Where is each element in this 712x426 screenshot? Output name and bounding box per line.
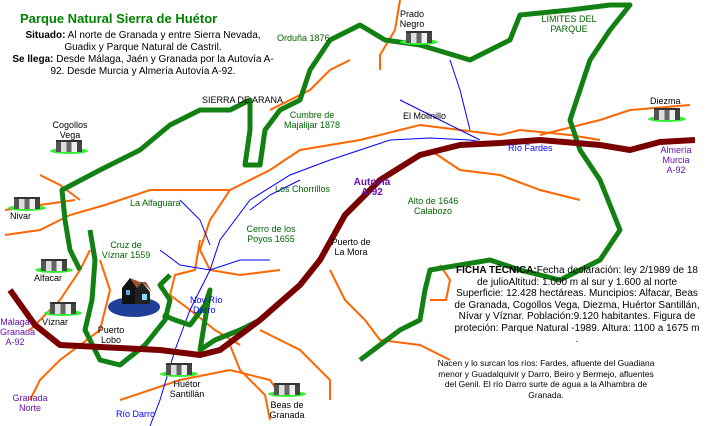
boundary-line (82, 229, 173, 368)
village-icon-viznar (44, 302, 82, 316)
road (39, 174, 81, 201)
river (159, 249, 270, 271)
label-molinillo: El Molinillo (403, 111, 447, 121)
label-orduna: Orduña 1876 (277, 33, 330, 43)
village-icon-beas (268, 383, 306, 397)
road (29, 249, 91, 331)
label-cerro: Cerro de los Poyos 1655 (246, 224, 296, 244)
label-cogollos: Cogollos Vega (52, 120, 88, 140)
road (119, 368, 281, 401)
situado-text: Al norte de Granada y entre Sierra Nevad… (64, 30, 261, 53)
road (269, 59, 351, 111)
label-autovia: Autovía A-92 (353, 177, 391, 198)
label-diezma: Diezma (650, 96, 681, 106)
label-cruz: Cruz de Víznar 1559 (101, 240, 151, 260)
village-icon-diezma (648, 108, 686, 122)
label-prado-negro: Prado Negro (399, 9, 425, 29)
label-chorrillos: Los Chorrillos (275, 184, 331, 194)
label-nov-rio: Nov Río (190, 295, 223, 305)
village-icon-cogollos (50, 140, 88, 154)
label-limites: LIMITES DEL PARQUE (541, 14, 597, 34)
boundary-line (59, 2, 633, 362)
river (449, 59, 471, 131)
llega-label: Se llega: (12, 54, 54, 65)
road (429, 149, 581, 201)
rivers (149, 59, 541, 426)
intro-text: Situado: Al norte de Granada y entre Sie… (12, 30, 274, 78)
rios-note: Nacen y lo surcan los ríos: Fardes, aflu… (437, 358, 655, 400)
road (168, 239, 241, 346)
road (4, 123, 601, 236)
label-sierra-arana: SIERRA DE ARANA (202, 95, 284, 105)
label-alfaguara: La Alfaguara (130, 198, 181, 208)
river (399, 99, 481, 141)
village-icon-alfacar (35, 259, 73, 273)
label-beas: Beas de Granada (269, 400, 305, 420)
label-alfacar: Alfacar (34, 273, 63, 283)
label-rio-fardes: Río Fardes (508, 143, 553, 153)
highway-a92 (7, 137, 696, 358)
label-malaga: Málaga Granada A-92 (0, 317, 36, 347)
river-darro (149, 137, 541, 426)
village-icon-prado-negro (400, 31, 438, 45)
park-boundary (59, 2, 633, 368)
village-icon-nivar (8, 197, 46, 211)
village-icon-huetor (160, 363, 198, 377)
label-puerto-lobo: Puerto Lobo (97, 325, 125, 345)
road (430, 264, 452, 301)
llega-text: Desde Málaga, Jaén y Granada por la Auto… (50, 54, 274, 77)
label-almeria: Almería Murcia A-92 (660, 145, 692, 175)
map-title: Parque Natural Sierra de Huétor (20, 11, 218, 26)
ficha-text: Fecha declaración: ley 2/1989 de 18 de j… (454, 265, 700, 345)
label-darro-top: Darro (193, 305, 216, 315)
label-huetor: Huétor Santillán (169, 379, 205, 399)
road (198, 189, 281, 277)
label-puerto-mora: Puerto de La Mora (331, 237, 371, 257)
label-granada-norte: Granada Norte (12, 393, 48, 413)
ficha-tecnica: FICHA TÉCNICA:Fecha declaración: ley 2/1… (452, 265, 702, 346)
road (229, 344, 271, 421)
situado-label: Situado: (25, 30, 66, 41)
label-nivar: Nivar (10, 211, 32, 221)
label-alto: Alto de 1646 Calabozo (407, 196, 459, 216)
river (179, 199, 211, 246)
label-cumbre: Cumbre de Majalijar 1878 (283, 110, 341, 130)
road (259, 329, 331, 400)
ficha-label: FICHA TÉCNICA: (456, 265, 537, 276)
label-viznar: Víznar (42, 317, 69, 327)
label-rio-darro: Río Darro (116, 409, 156, 419)
river (249, 179, 301, 211)
road (329, 269, 451, 361)
boundary-line (162, 287, 262, 353)
